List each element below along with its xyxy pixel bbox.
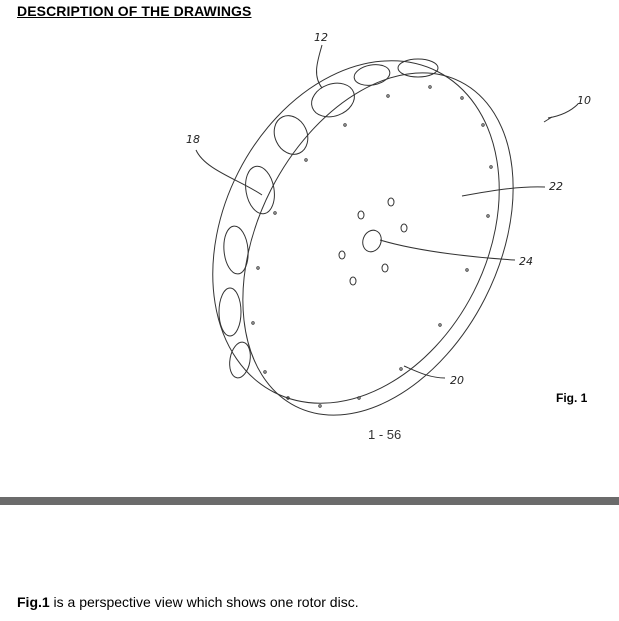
leader-24 xyxy=(379,239,516,261)
ref-22: 22 xyxy=(549,180,563,193)
leader-22 xyxy=(461,186,546,197)
leader-12 xyxy=(316,44,323,89)
rim-opening xyxy=(223,225,249,275)
rim-opening xyxy=(311,82,355,118)
rim-opening xyxy=(245,165,275,215)
ref-24: 24 xyxy=(519,255,533,268)
ref-10: 10 xyxy=(577,94,591,107)
rim-opening xyxy=(397,58,439,78)
rim-opening xyxy=(273,115,309,155)
leader-18 xyxy=(195,149,263,196)
figure-label: Fig. 1 xyxy=(556,391,588,405)
leader-20 xyxy=(403,365,446,379)
rim-opening xyxy=(218,287,242,337)
caption-fig-ref: Fig.1 xyxy=(17,594,50,610)
ref-12: 12 xyxy=(314,31,328,44)
figure-caption: Fig.1 is a perspective view which shows … xyxy=(17,594,359,610)
ref-18: 18 xyxy=(186,133,200,146)
disc-rim-back xyxy=(212,60,500,404)
ref-20: 20 xyxy=(450,374,464,387)
page-number: 1 - 56 xyxy=(368,427,402,442)
divider xyxy=(0,497,619,505)
caption-text: is a perspective view which shows one ro… xyxy=(49,594,359,610)
rim-opening xyxy=(229,341,251,379)
section-heading: DESCRIPTION OF THE DRAWINGS xyxy=(17,3,252,19)
leader-10 xyxy=(547,103,579,119)
rotor-disc-drawing: 12 10 18 22 24 20 xyxy=(186,31,591,416)
rim-opening xyxy=(353,64,391,86)
center-hole xyxy=(362,229,382,253)
disc-front-face xyxy=(242,72,514,416)
